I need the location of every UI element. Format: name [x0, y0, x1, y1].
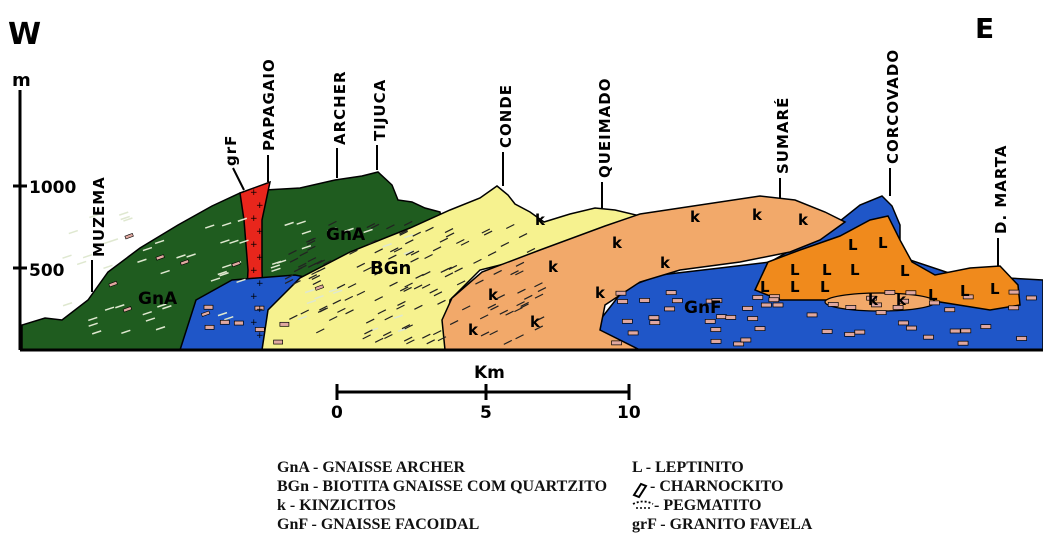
- leptinito-mark: L: [760, 278, 770, 296]
- leptinito-mark: L: [990, 280, 1000, 298]
- peak-label-muzema: MUZEMA: [90, 176, 108, 257]
- kinzicito-mark: k: [548, 258, 559, 276]
- charnockito-symbol-icon: [634, 484, 646, 497]
- leptinito-mark: L: [790, 261, 800, 279]
- legend-k: k - KINZICITOS: [277, 497, 396, 514]
- leader-grf: [233, 168, 244, 190]
- scale-label-5: 5: [480, 403, 492, 423]
- peak-label-conde: CONDE: [497, 84, 515, 148]
- scale-label-0: 0: [331, 403, 343, 423]
- kinzicito-mark: k: [752, 206, 763, 224]
- leptinito-mark: L: [960, 282, 970, 300]
- pegmatito-symbol-icon: [633, 502, 653, 509]
- tick-label-1000: 1000: [29, 178, 76, 198]
- scale-unit: Km: [474, 363, 505, 383]
- legend-pegmatito: - PEGMATITO: [654, 497, 761, 514]
- leptinito-mark: L: [878, 234, 888, 252]
- kinzicito-mark: k: [868, 291, 879, 309]
- legend-gna: GnA - GNAISSE ARCHER: [277, 459, 465, 476]
- legend-grf: grF - GRANITO FAVELA: [632, 516, 813, 533]
- peak-label-dmarta: D. MARTA: [992, 145, 1010, 234]
- peak-label-papagaio: PAPAGAIO: [260, 58, 278, 151]
- kinzicito-mark: k: [660, 254, 671, 272]
- svg-text:+: +: [250, 188, 258, 198]
- peak-label-grf: grF: [222, 135, 240, 166]
- peak-label-sumare: SUMARÉ: [773, 97, 792, 174]
- peak-label-corcovado: CORCOVADO: [884, 49, 902, 164]
- scale-label-10: 10: [617, 403, 641, 423]
- kinzicito-mark: k: [488, 286, 499, 304]
- east-label: E: [975, 12, 994, 45]
- legend-leptinito: L - LEPTINITO: [632, 459, 744, 476]
- svg-text:+: +: [250, 292, 258, 302]
- legend-bgn: BGn - BIOTITA GNAISSE COM QUARTZITO: [277, 478, 607, 495]
- svg-text:+: +: [250, 240, 258, 250]
- unit-label-bgn: BGn: [370, 258, 411, 279]
- unit-label-gna-west: GnA: [138, 289, 178, 309]
- west-label: W: [8, 17, 41, 52]
- leptinito-mark: L: [848, 236, 858, 254]
- svg-text:+: +: [256, 201, 264, 211]
- leptinito-mark: L: [928, 286, 938, 304]
- kinzicito-mark: k: [798, 211, 809, 229]
- peak-label-tijuca: TIJUCA: [371, 79, 389, 141]
- svg-text:+: +: [256, 305, 264, 315]
- legend-charnockito: - CHARNOCKITO: [650, 478, 784, 495]
- svg-text:+: +: [256, 279, 264, 289]
- legend-gnf: GnF - GNAISSE FACOIDAL: [277, 516, 479, 533]
- leptinito-mark: L: [790, 278, 800, 296]
- tick-label-500: 500: [29, 261, 65, 281]
- svg-text:+: +: [256, 331, 264, 341]
- leptinito-mark: L: [900, 262, 910, 280]
- kinzicito-mark: k: [690, 208, 701, 226]
- unit-label-gnf: GnF: [684, 298, 722, 318]
- elevation-unit: m: [12, 70, 31, 91]
- svg-text:+: +: [250, 214, 258, 224]
- svg-text:+: +: [250, 318, 258, 328]
- peak-label-archer: ARCHER: [331, 70, 349, 145]
- kinzicito-mark: k: [612, 234, 623, 252]
- unit-label-gna-east: GnA: [326, 225, 366, 245]
- peak-label-queimado: QUEIMADO: [596, 78, 614, 179]
- kinzicito-mark: k: [468, 321, 479, 339]
- leptinito-mark: L: [822, 261, 832, 279]
- kinzicito-mark: k: [896, 291, 907, 309]
- svg-text:+: +: [250, 266, 258, 276]
- kinzicito-mark: k: [535, 211, 546, 229]
- leptinito-mark: L: [850, 261, 860, 279]
- svg-text:+: +: [256, 253, 264, 263]
- kinzicito-mark: k: [530, 313, 541, 331]
- svg-text:+: +: [256, 227, 264, 237]
- kinzicito-lens: [825, 293, 935, 311]
- leptinito-mark: L: [820, 278, 830, 296]
- kinzicito-mark: k: [595, 284, 606, 302]
